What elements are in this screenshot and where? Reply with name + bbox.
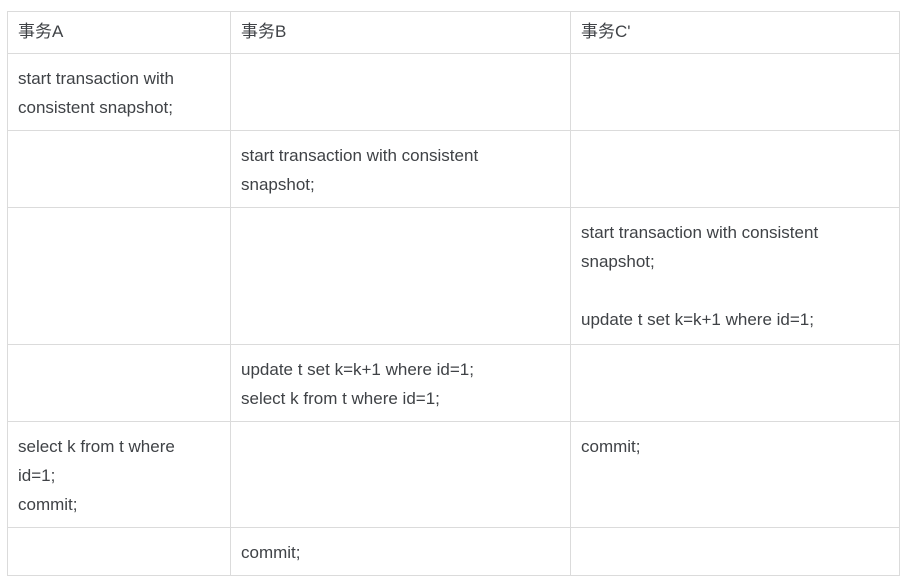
- cell-r6-transaction-b: commit;: [230, 527, 571, 576]
- cell-r3-transaction-c: start transaction with consistent snapsh…: [570, 207, 900, 345]
- table-row: update t set k=k+1 where id=1; select k …: [7, 344, 900, 422]
- cell-r3-transaction-b: [230, 207, 571, 345]
- cell-r2-transaction-a: [7, 130, 231, 208]
- cell-r2-transaction-c: [570, 130, 900, 208]
- cell-r4-transaction-c: [570, 344, 900, 422]
- table-row: commit;: [7, 527, 900, 576]
- table-row: start transaction with consistent snapsh…: [7, 130, 900, 208]
- cell-r1-transaction-c: [570, 53, 900, 131]
- table-row: start transaction with consistent snapsh…: [7, 207, 900, 345]
- cell-r4-transaction-b: update t set k=k+1 where id=1; select k …: [230, 344, 571, 422]
- transaction-timeline-table-wrap: 事务A 事务B 事务C' start transaction with cons…: [7, 11, 900, 576]
- cell-r5-transaction-a: select k from t where id=1; commit;: [7, 421, 231, 528]
- cell-r3-transaction-a: [7, 207, 231, 345]
- cell-r5-transaction-b: [230, 421, 571, 528]
- cell-r5-transaction-c: commit;: [570, 421, 900, 528]
- table-row: select k from t where id=1; commit; comm…: [7, 421, 900, 528]
- cell-r1-transaction-b: [230, 53, 571, 131]
- column-header-transaction-c: 事务C': [570, 11, 900, 54]
- table-row: start transaction with consistent snapsh…: [7, 53, 900, 131]
- column-header-transaction-b: 事务B: [230, 11, 571, 54]
- cell-r6-transaction-a: [7, 527, 231, 576]
- cell-r2-transaction-b: start transaction with consistent snapsh…: [230, 130, 571, 208]
- header-row: 事务A 事务B 事务C': [7, 11, 900, 54]
- cell-r4-transaction-a: [7, 344, 231, 422]
- cell-r1-transaction-a: start transaction with consistent snapsh…: [7, 53, 231, 131]
- transaction-timeline-table: 事务A 事务B 事务C' start transaction with cons…: [7, 11, 900, 576]
- cell-r6-transaction-c: [570, 527, 900, 576]
- column-header-transaction-a: 事务A: [7, 11, 231, 54]
